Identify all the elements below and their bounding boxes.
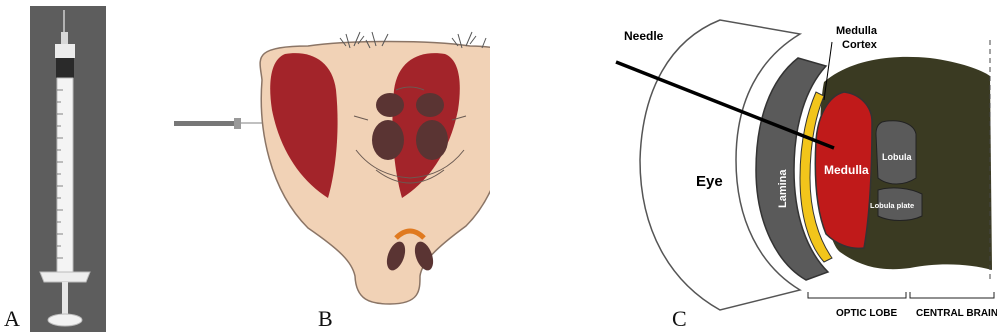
panel-a-syringe: A <box>0 0 110 334</box>
fly-head-illustration <box>160 0 490 334</box>
injection-needle-hub <box>234 118 241 129</box>
optic-lobe-bracket <box>808 292 906 298</box>
syringe-photo <box>0 0 110 334</box>
lobula-label: Lobula <box>882 152 912 162</box>
lamina-label: Lamina <box>777 169 789 208</box>
medulla-cortex-label-2: Cortex <box>842 39 878 51</box>
syringe-hub <box>61 32 68 46</box>
central-brain-bracket <box>910 292 994 298</box>
syringe-plunger-stopper <box>56 58 74 78</box>
syringe-barrel <box>57 78 73 274</box>
injection-needle-body <box>174 121 236 126</box>
central-brain-label: CENTRAL BRAIN <box>916 308 997 319</box>
syringe-plunger-thumb <box>48 314 82 326</box>
syringe-plunger-rod <box>62 282 68 316</box>
syringe-collar <box>55 44 75 58</box>
syringe-finger-flange <box>40 272 90 282</box>
needle-label: Needle <box>624 29 664 43</box>
medulla-label: Medulla <box>824 163 869 177</box>
optic-lobe-diagram: Needle Medulla Cortex Eye Lamina Medulla… <box>610 0 997 334</box>
optic-lobe-label: OPTIC LOBE <box>836 308 897 319</box>
panel-letter-b: B <box>318 306 333 332</box>
panel-b-fly-head: B <box>160 0 490 334</box>
medulla-cortex-label-1: Medulla <box>836 25 878 37</box>
lobula-plate-label: Lobula plate <box>870 201 914 210</box>
panel-letter-a: A <box>4 306 20 332</box>
panel-letter-c: C <box>672 306 687 332</box>
eye-label: Eye <box>696 173 723 190</box>
panel-c-brain-section: Needle Medulla Cortex Eye Lamina Medulla… <box>610 0 997 334</box>
